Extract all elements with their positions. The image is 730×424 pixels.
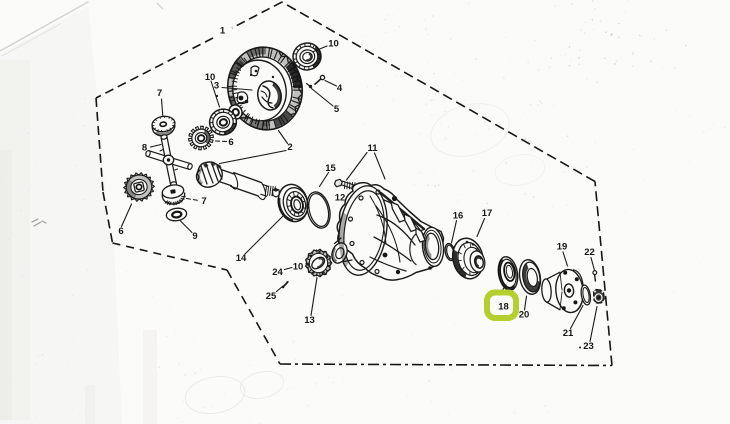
svg-text:10: 10 bbox=[328, 39, 339, 50]
svg-text:3: 3 bbox=[214, 81, 219, 92]
svg-text:22: 22 bbox=[584, 247, 595, 258]
svg-text:1: 1 bbox=[220, 26, 226, 37]
svg-text:4: 4 bbox=[337, 83, 343, 94]
svg-text:9: 9 bbox=[192, 231, 197, 242]
svg-text:20: 20 bbox=[519, 310, 530, 321]
svg-text:5: 5 bbox=[334, 104, 340, 115]
svg-text:17: 17 bbox=[482, 208, 493, 219]
svg-text:6: 6 bbox=[228, 137, 233, 148]
svg-text:13: 13 bbox=[304, 315, 315, 326]
svg-text:7: 7 bbox=[157, 88, 162, 99]
svg-text:21: 21 bbox=[563, 328, 574, 339]
svg-text:10: 10 bbox=[293, 262, 304, 273]
svg-text:12: 12 bbox=[335, 193, 346, 204]
svg-text:7: 7 bbox=[201, 196, 206, 207]
svg-text:15: 15 bbox=[325, 163, 336, 174]
svg-text:23: 23 bbox=[583, 341, 594, 352]
svg-text:14: 14 bbox=[236, 253, 247, 264]
svg-text:2: 2 bbox=[287, 142, 292, 153]
svg-text:16: 16 bbox=[453, 211, 464, 222]
svg-text:24: 24 bbox=[272, 267, 283, 278]
svg-text:11: 11 bbox=[367, 143, 378, 154]
svg-text:25: 25 bbox=[266, 291, 277, 302]
svg-text:18: 18 bbox=[498, 302, 509, 313]
svg-text:19: 19 bbox=[557, 242, 568, 253]
svg-text:10: 10 bbox=[205, 72, 216, 83]
svg-text:8: 8 bbox=[142, 143, 147, 154]
svg-text:6: 6 bbox=[118, 226, 123, 237]
